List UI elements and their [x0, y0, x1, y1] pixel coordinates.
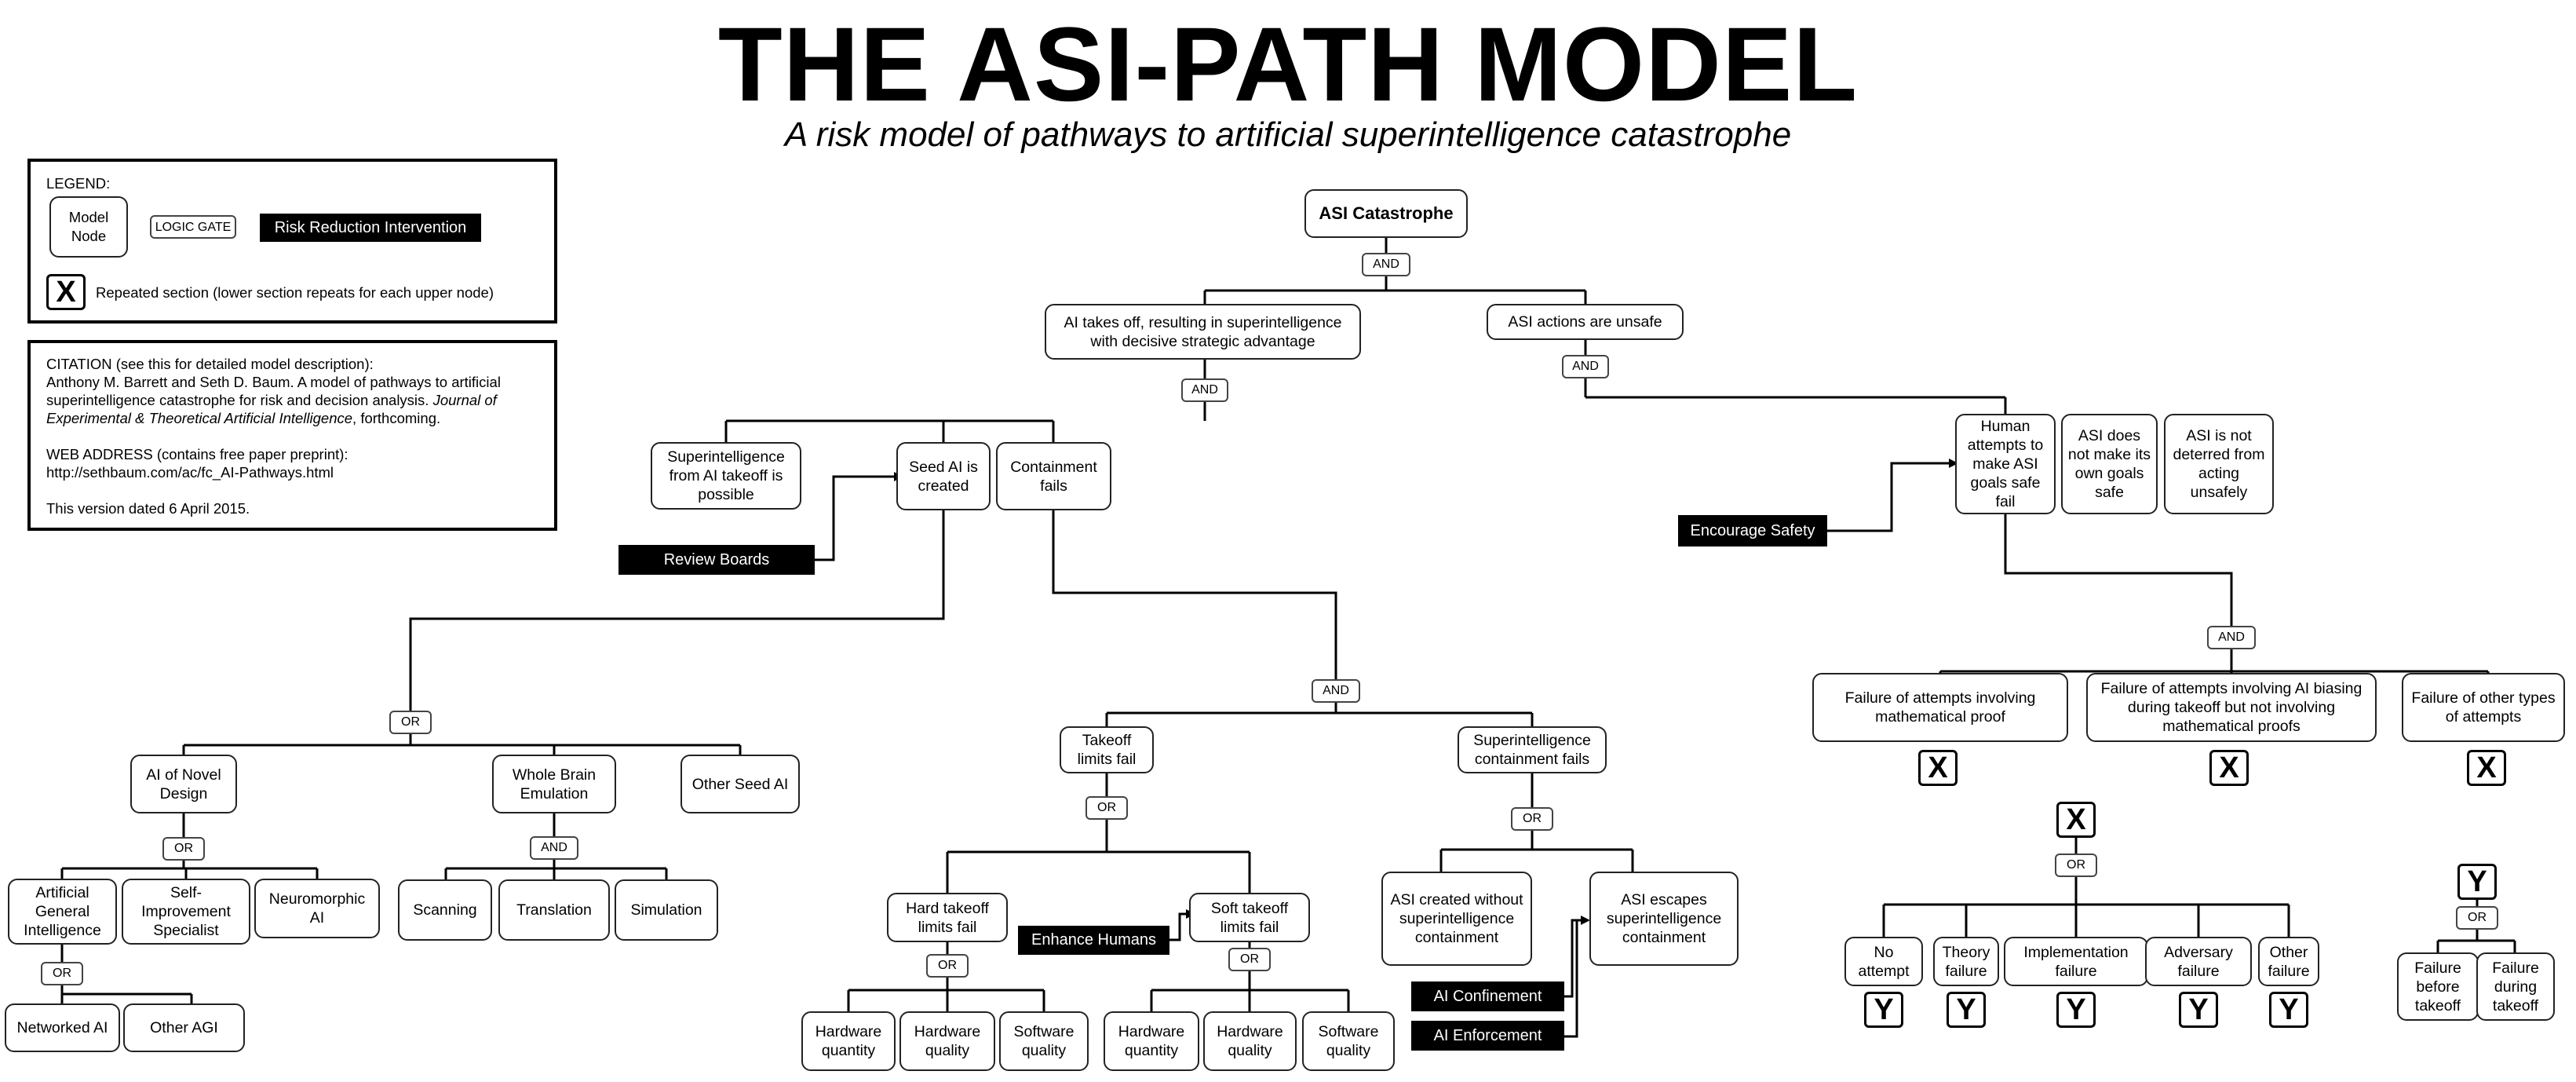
node-fail-other-types[interactable]: Failure of other types of attempts — [2402, 673, 2565, 742]
legend-risk-reduction: Risk Reduction Intervention — [260, 214, 481, 242]
node-hard-takeoff[interactable]: Hard takeoff limits fail — [887, 893, 1008, 942]
node-other-seed-ai[interactable]: Other Seed AI — [680, 755, 800, 813]
citation-heading: CITATION (see this for detailed model de… — [46, 356, 374, 372]
repeat-y-mark-icon: Y — [1864, 992, 1903, 1028]
node-neuromorphic[interactable]: Neuromorphic AI — [254, 879, 380, 938]
gate-hard: OR — [926, 954, 969, 978]
node-asi-actions-unsafe[interactable]: ASI actions are unsafe — [1487, 304, 1684, 340]
gate-y-section: OR — [2456, 906, 2498, 930]
intervention-ai-confinement[interactable]: AI Confinement — [1411, 981, 1564, 1011]
node-si-from-takeoff-possible[interactable]: Superintelligence from AI takeoff is pos… — [651, 442, 801, 510]
intervention-encourage-safety[interactable]: Encourage Safety — [1678, 515, 1827, 546]
node-asi-not-deterred[interactable]: ASI is not deterred from acting unsafely — [2164, 414, 2274, 514]
repeat-y-mark-icon: Y — [2457, 864, 2497, 900]
node-fail-math-proof[interactable]: Failure of attempts involving mathematic… — [1812, 673, 2068, 742]
node-failure-during-takeoff[interactable]: Failure during takeoff — [2476, 952, 2555, 1021]
repeat-y-mark-icon: Y — [2056, 992, 2096, 1028]
citation-line-1: Anthony M. Barrett and Seth D. Baum. A m… — [46, 374, 501, 390]
gate-takeoff: AND — [1181, 378, 1228, 402]
node-failure-before-takeoff[interactable]: Failure before takeoff — [2397, 952, 2479, 1021]
legend-model-node: Model Node — [49, 196, 128, 258]
repeat-y-mark-icon: Y — [2269, 992, 2308, 1028]
node-soft-hw-quantity[interactable]: Hardware quantity — [1104, 1011, 1199, 1071]
node-implementation-failure[interactable]: Implementation failure — [2004, 937, 2148, 986]
gate-containment: AND — [1312, 679, 1360, 703]
node-theory-failure[interactable]: Theory failure — [1933, 937, 1999, 986]
page-title: THE ASI-PATH MODEL — [717, 6, 1859, 123]
gate-wbe: AND — [530, 836, 578, 860]
node-containment-fails[interactable]: Containment fails — [996, 442, 1111, 510]
legend-repeat-text: Repeated section (lower section repeats … — [96, 284, 494, 301]
node-asi-no-own-goals[interactable]: ASI does not make its own goals safe — [2061, 414, 2158, 514]
legend-logic-gate: LOGIC GATE — [150, 215, 236, 239]
gate-agi: OR — [41, 962, 83, 985]
gate-top: AND — [1362, 253, 1410, 276]
node-adversary-failure[interactable]: Adversary failure — [2145, 937, 2252, 986]
citation-line-3: Experimental & Theoretical Artificial In… — [46, 410, 441, 426]
web-url[interactable]: http://sethbaum.com/ac/fc_AI-Pathways.ht… — [46, 464, 334, 481]
gate-takeoff-limits: OR — [1085, 796, 1128, 820]
gate-soft: OR — [1228, 948, 1271, 971]
repeat-x-mark-icon: X — [2467, 750, 2506, 786]
legend-repeat-mark-icon: X — [46, 274, 86, 310]
node-asi-catastrophe[interactable]: ASI Catastrophe — [1304, 189, 1468, 238]
repeat-x-mark-icon: X — [1918, 750, 1958, 786]
intervention-ai-enforcement[interactable]: AI Enforcement — [1411, 1021, 1564, 1051]
node-soft-hw-quality[interactable]: Hardware quality — [1203, 1011, 1297, 1071]
repeat-x-mark-icon: X — [2056, 802, 2096, 838]
gate-x-section: OR — [2055, 854, 2097, 877]
node-asi-escapes[interactable]: ASI escapes superintelligence containmen… — [1589, 872, 1739, 966]
node-ai-takes-off[interactable]: AI takes off, resulting in superintellig… — [1045, 304, 1361, 360]
web-heading: WEB ADDRESS (contains free paper preprin… — [46, 446, 348, 462]
node-whole-brain-emulation[interactable]: Whole Brain Emulation — [492, 755, 616, 813]
citation-journal-a: Journal of — [432, 392, 497, 408]
citation-line-2: superintelligence catastrophe for risk a… — [46, 392, 497, 408]
node-agi[interactable]: Artificial General Intelligence — [8, 879, 117, 945]
node-ai-novel-design[interactable]: AI of Novel Design — [130, 755, 237, 813]
node-seed-ai-created[interactable]: Seed AI is created — [896, 442, 991, 510]
node-other-agi[interactable]: Other AGI — [123, 1003, 245, 1052]
repeat-y-mark-icon: Y — [1947, 992, 1986, 1028]
node-scanning[interactable]: Scanning — [398, 879, 492, 941]
node-soft-takeoff[interactable]: Soft takeoff limits fail — [1189, 893, 1310, 942]
node-hard-hw-quantity[interactable]: Hardware quantity — [801, 1011, 896, 1071]
node-asi-created-without[interactable]: ASI created without superintelligence co… — [1381, 872, 1532, 966]
citation-panel: CITATION (see this for detailed model de… — [27, 340, 557, 531]
repeat-y-mark-icon: Y — [2179, 992, 2218, 1028]
page-subtitle: A risk model of pathways to artificial s… — [784, 115, 1792, 154]
gate-seed: OR — [389, 711, 432, 734]
gate-novel: OR — [162, 837, 205, 861]
node-simulation[interactable]: Simulation — [615, 879, 718, 941]
version-date: This version dated 6 April 2015. — [46, 500, 250, 517]
gate-human: AND — [2207, 626, 2256, 649]
legend-panel: LEGEND: Model Node LOGIC GATE Risk Reduc… — [27, 159, 557, 324]
node-si-containment-fails[interactable]: Superintelligence containment fails — [1458, 726, 1607, 773]
intervention-review-boards[interactable]: Review Boards — [618, 545, 815, 575]
legend-heading: LEGEND: — [46, 175, 111, 192]
node-networked-ai[interactable]: Networked AI — [5, 1003, 120, 1052]
node-takeoff-limits-fail[interactable]: Takeoff limits fail — [1060, 726, 1154, 773]
node-soft-sw-quality[interactable]: Software quality — [1302, 1011, 1395, 1071]
repeat-x-mark-icon: X — [2209, 750, 2249, 786]
node-other-failure[interactable]: Other failure — [2258, 937, 2319, 986]
gate-si-containment: OR — [1511, 807, 1553, 831]
node-hard-hw-quality[interactable]: Hardware quality — [899, 1011, 995, 1071]
citation-journal-b: Experimental & Theoretical Artificial In… — [46, 410, 353, 426]
gate-unsafe: AND — [1562, 355, 1609, 378]
intervention-enhance-humans[interactable]: Enhance Humans — [1018, 926, 1169, 955]
node-fail-ai-biasing[interactable]: Failure of attempts involving AI biasing… — [2086, 673, 2377, 742]
node-translation[interactable]: Translation — [498, 879, 610, 941]
node-human-attempts-fail[interactable]: Human attempts to make ASI goals safe fa… — [1955, 414, 2056, 514]
node-no-attempt[interactable]: No attempt — [1844, 937, 1923, 986]
node-hard-sw-quality[interactable]: Software quality — [999, 1011, 1089, 1071]
node-self-improvement[interactable]: Self-Improvement Specialist — [122, 879, 250, 945]
